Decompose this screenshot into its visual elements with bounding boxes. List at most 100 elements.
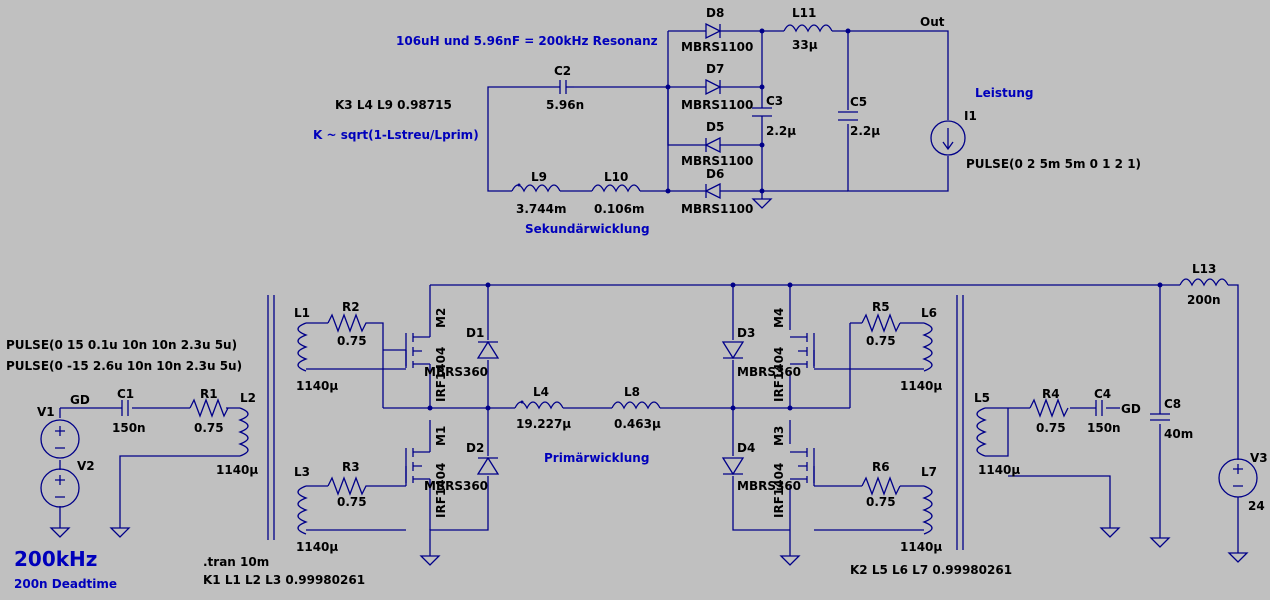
capacitor-c1[interactable] [121,400,129,416]
d5-value: MBRS1100 [681,154,753,168]
l10-name: L10 [604,170,628,184]
frequency-comment: 200kHz [14,547,97,571]
diode-d2[interactable] [476,456,500,475]
resistor-r6[interactable] [861,476,901,496]
primary-circuit [40,278,1258,566]
resistor-r3[interactable] [327,476,370,496]
i1-name: I1 [964,109,977,123]
r3-name: R3 [342,460,360,474]
d4-value: MBRS360 [737,479,801,493]
l11-name: L11 [792,6,816,20]
d8-value: MBRS1100 [681,40,753,54]
inductor-l5[interactable] [976,407,987,457]
c4-value: 150n [1087,421,1121,435]
l13-name: L13 [1192,262,1216,276]
r5-value: 0.75 [866,334,896,348]
mosfet-m3[interactable] [790,448,815,483]
l8-value: 0.463µ [614,417,661,431]
inductor-l1[interactable] [297,322,308,372]
l7-name: L7 [921,465,937,479]
resistor-r5[interactable] [861,313,901,333]
l4-name: L4 [533,385,549,399]
r2-name: R2 [342,300,360,314]
diode-d3[interactable] [721,341,745,360]
l10-value: 0.106m [594,202,644,216]
v2-name: V2 [77,459,95,473]
l5-name: L5 [974,391,990,405]
l5-value: 1140µ [978,463,1020,477]
inductor-l4[interactable] [514,400,564,410]
v3-value: 24 [1248,499,1265,513]
capacitor-c2[interactable] [559,80,574,94]
l4-value: 19.227µ [516,417,571,431]
diode-d5[interactable] [704,136,721,154]
secondary-circuit [487,22,966,209]
c8-value: 40m [1164,427,1193,441]
c2-name: C2 [554,64,571,78]
m2-name: M2 [434,308,448,328]
c8-name: C8 [1164,397,1181,411]
gd-net-label-left: GD [70,393,90,407]
r4-value: 0.75 [1036,421,1066,435]
inductor-l6[interactable] [922,322,933,372]
current-source-i1[interactable] [930,120,966,156]
capacitor-c3[interactable] [752,107,772,122]
diode-d7[interactable] [705,78,722,96]
voltage-source-v1[interactable] [40,419,80,459]
r4-name: R4 [1042,387,1060,401]
m2-value: IRF1404 [434,347,448,402]
inductor-l7[interactable] [922,485,933,535]
diode-d4[interactable] [721,457,745,476]
l1-name: L1 [294,306,310,320]
v1-name: V1 [37,405,55,419]
r3-value: 0.75 [337,495,367,509]
voltage-source-v2[interactable] [40,468,80,508]
l9-name: L9 [531,170,547,184]
diode-d8[interactable] [705,22,722,40]
gd-net-label-right: GD [1121,402,1141,416]
inductor-l10[interactable] [591,184,641,193]
l9-value: 3.744m [516,202,566,216]
l7-value: 1140µ [900,540,942,554]
m3-value: IRF1404 [772,463,786,518]
inductor-l11[interactable] [783,24,833,33]
out-net-label: Out [920,15,945,29]
capacitor-c4[interactable] [1095,400,1103,416]
d2-value: MBRS360 [424,479,488,493]
r1-name: R1 [200,387,218,401]
k3-directive: K3 L4 L9 0.98715 [335,98,452,112]
inductor-l3[interactable] [297,485,308,535]
m3-name: M3 [772,426,786,446]
m1-name: M1 [434,426,448,446]
r1-value: 0.75 [194,421,224,435]
d7-value: MBRS1100 [681,98,753,112]
capacitor-c8[interactable] [1150,413,1170,421]
capacitor-c5[interactable] [838,111,858,121]
tran-directive: .tran 10m [203,555,269,569]
resistor-r4[interactable] [1029,398,1069,418]
inductor-l8[interactable] [611,401,661,410]
d6-name: D6 [706,167,724,181]
k2-directive: K2 L5 L6 L7 0.99980261 [850,563,1012,577]
inductor-l9[interactable] [511,183,561,193]
c5-name: C5 [850,95,867,109]
v1-value: PULSE(0 15 0.1u 10n 10n 2.3u 5u) [6,338,237,352]
resistor-r1[interactable] [189,398,229,418]
power-comment: Leistung [975,86,1033,100]
l3-value: 1140µ [296,540,338,554]
l2-name: L2 [240,391,256,405]
mosfet-m4[interactable] [790,333,815,368]
resistor-r2[interactable] [327,313,370,333]
d8-name: D8 [706,6,724,20]
inductor-l13[interactable] [1179,278,1229,287]
l6-value: 1140µ [900,379,942,393]
diode-d6[interactable] [704,182,721,200]
l6-name: L6 [921,306,937,320]
c5-value: 2.2µ [850,124,880,138]
mosfet-m1[interactable] [405,444,431,486]
l1-value: 1140µ [296,379,338,393]
l11-value: 33µ [792,38,818,52]
inductor-l2[interactable] [238,407,249,457]
diode-d1[interactable] [476,340,500,359]
